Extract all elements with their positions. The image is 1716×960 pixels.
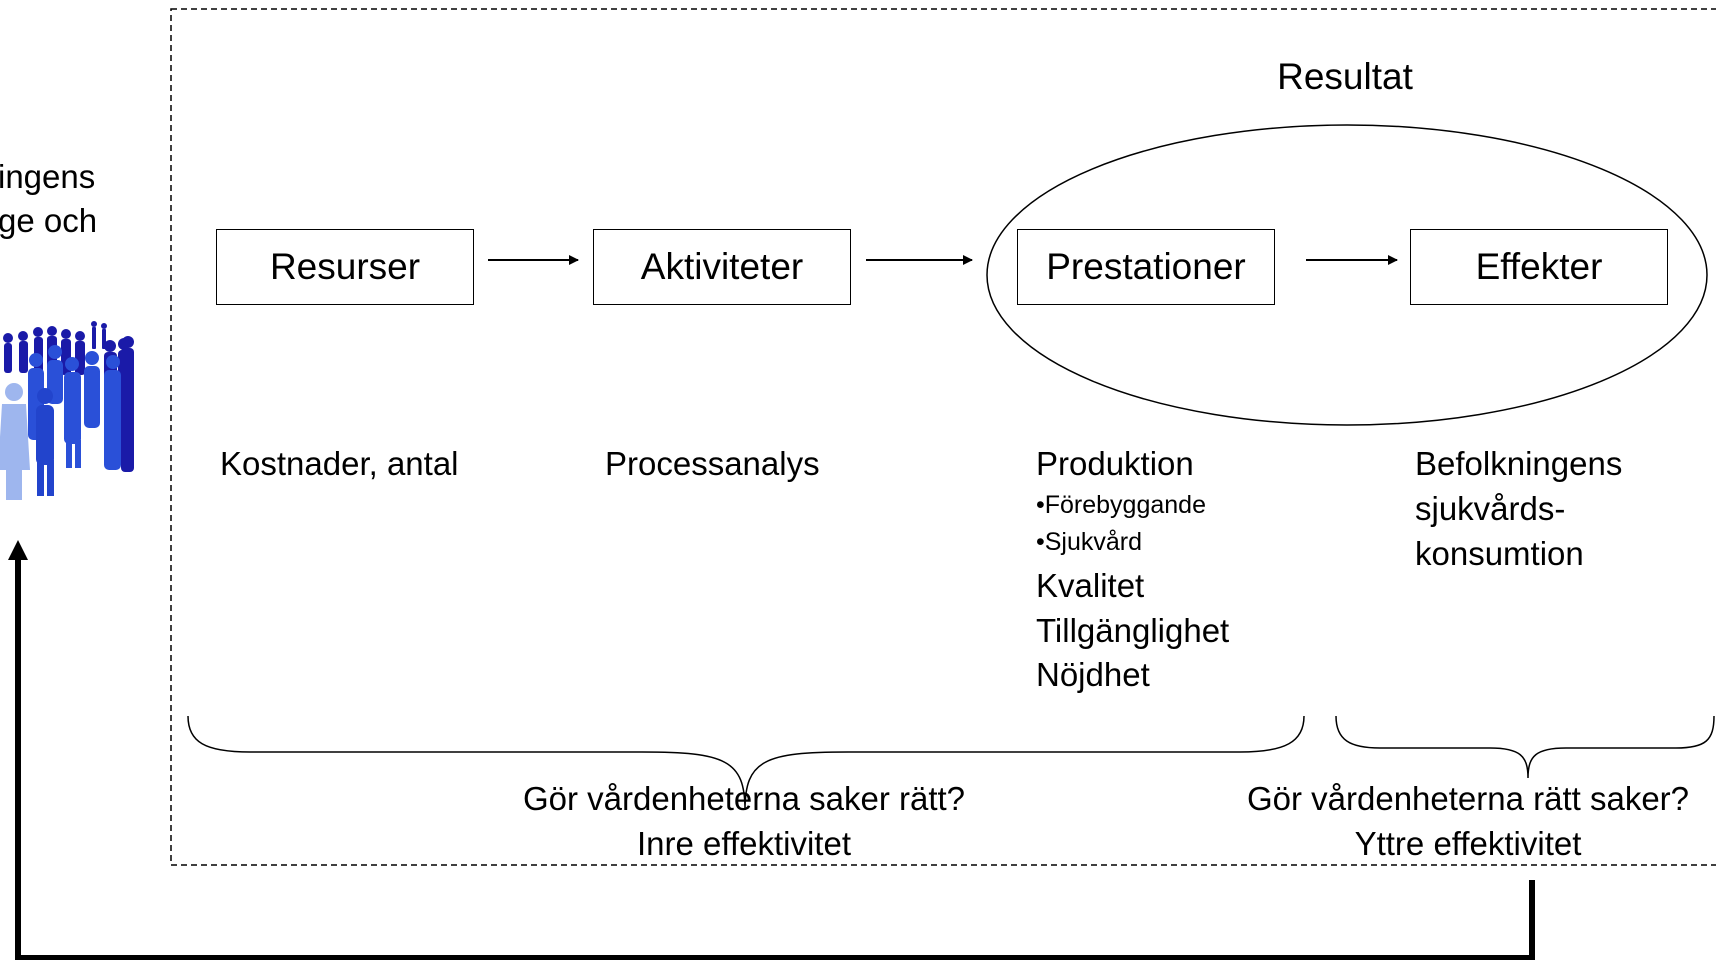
- box-aktiviteter: Aktiviteter: [593, 229, 851, 305]
- measure-effekter-line: Befolkningens: [1415, 445, 1623, 482]
- measure-prestationer-item: Kvalitet: [1036, 567, 1145, 604]
- resultat-title: Resultat: [1277, 56, 1413, 97]
- population-label-line2: ge och: [0, 202, 98, 239]
- measure-prestationer-heading: Produktion: [1036, 445, 1194, 482]
- box-resurser: Resurser: [216, 229, 474, 305]
- outer-efficiency-question: Gör vårdenheterna rätt saker?: [1246, 780, 1690, 817]
- box-resurser-label: Resurser: [269, 246, 421, 287]
- people-crowd-icon: [0, 321, 134, 500]
- outer-efficiency-label: Yttre effektivitet: [1354, 825, 1582, 862]
- box-aktiviteter-label: Aktiviteter: [640, 246, 804, 287]
- measure-effekter-line: konsumtion: [1415, 535, 1584, 572]
- box-prestationer: Prestationer: [1017, 229, 1275, 305]
- measure-prestationer-item: Tillgänglighet: [1036, 612, 1230, 649]
- feedback-loop-arrow: [8, 540, 1535, 960]
- inner-efficiency-label: Inre effektivitet: [636, 825, 852, 862]
- system-boundary: [170, 8, 1716, 866]
- inner-efficiency-brace: [187, 715, 1305, 811]
- measure-resurser: Kostnader, antal: [220, 445, 459, 482]
- result-ellipse: [986, 124, 1708, 426]
- box-effekter-label: Effekter: [1475, 246, 1603, 287]
- measure-prestationer-bullet: •Sjukvård: [1036, 528, 1143, 556]
- measure-prestationer-bullet: •Förebyggande: [1036, 491, 1206, 519]
- outer-efficiency-brace: [1335, 715, 1715, 779]
- inner-efficiency-question: Gör vårdenheterna saker rätt?: [522, 780, 966, 817]
- measure-effekter-line: sjukvårds-: [1415, 490, 1566, 527]
- measure-prestationer-item: Nöjdhet: [1036, 656, 1150, 693]
- box-prestationer-label: Prestationer: [1046, 246, 1246, 287]
- box-effekter: Effekter: [1410, 229, 1668, 305]
- measure-aktiviteter: Processanalys: [605, 445, 820, 482]
- population-label-line1: ingens: [0, 158, 96, 195]
